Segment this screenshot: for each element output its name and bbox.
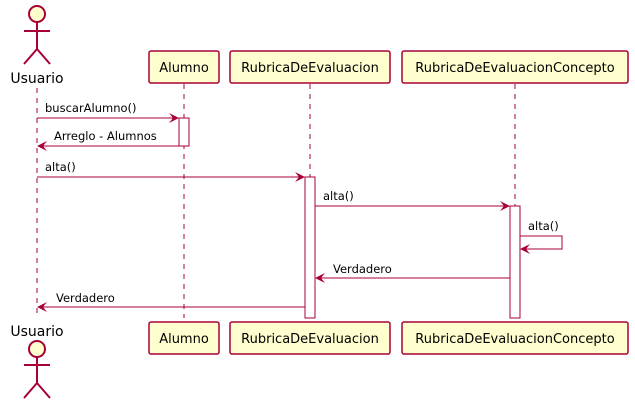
message-label-arreglo-alumnos: Arreglo - Alumnos xyxy=(54,129,157,143)
participant-rubrica-bottom: RubricaDeEvaluacion xyxy=(229,321,391,355)
participant-alumno-top: Alumno xyxy=(148,50,220,84)
message-label-verdadero-rubrica: Verdadero xyxy=(333,262,392,276)
participant-concepto-bottom: RubricaDeEvaluacionConcepto xyxy=(401,321,629,355)
participant-alumno-bottom: Alumno xyxy=(148,321,220,355)
participant-label-alumno-bottom: Alumno xyxy=(159,332,209,347)
participant-label-concepto-top: RubricaDeEvaluacionConcepto xyxy=(415,61,614,76)
actor-usuario-top xyxy=(23,5,51,65)
actor-label-usuario-bottom: Usuario xyxy=(10,324,63,340)
activation-rubrica xyxy=(304,176,316,319)
participant-label-rubrica-bottom: RubricaDeEvaluacion xyxy=(241,332,379,347)
actor-usuario-bottom xyxy=(23,340,51,399)
participant-concepto-top: RubricaDeEvaluacionConcepto xyxy=(401,50,629,84)
message-arrow-alta-self xyxy=(520,235,563,254)
actor-head-icon xyxy=(28,340,46,358)
activation-alumno xyxy=(178,117,190,147)
participant-label-rubrica-top: RubricaDeEvaluacion xyxy=(241,61,379,76)
message-label-alta-self: alta() xyxy=(528,219,559,233)
actor-head-icon xyxy=(28,5,46,23)
participant-label-alumno-top: Alumno xyxy=(159,61,209,76)
message-label-alta-rubrica: alta() xyxy=(45,160,76,174)
actor-label-usuario-top: Usuario xyxy=(10,71,63,87)
message-label-buscar-alumno: buscarAlumno() xyxy=(45,101,137,115)
message-label-verdadero-usuario: Verdadero xyxy=(56,291,115,305)
participant-label-concepto-bottom: RubricaDeEvaluacionConcepto xyxy=(415,332,614,347)
participant-rubrica-top: RubricaDeEvaluacion xyxy=(229,50,391,84)
activation-concepto xyxy=(509,205,521,319)
message-label-alta-concepto: alta() xyxy=(323,189,354,203)
